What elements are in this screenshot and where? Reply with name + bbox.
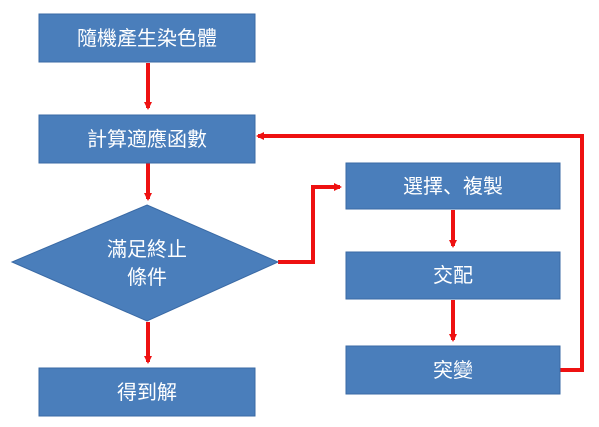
condition-diamond: 滿足終止 條件 — [10, 204, 280, 322]
mutation-label: 突變 — [433, 358, 473, 382]
selection-box: 選擇、複製 — [345, 162, 561, 210]
fitness-label: 計算適應函數 — [87, 127, 207, 151]
solution-box: 得到解 — [38, 367, 256, 417]
selection-label: 選擇、複製 — [403, 174, 503, 198]
fitness-box: 計算適應函數 — [38, 114, 256, 164]
init-box: 隨機產生染色體 — [38, 13, 256, 63]
arrow-mutation-to-fitness — [256, 132, 584, 372]
crossover-box: 交配 — [345, 251, 561, 300]
solution-label: 得到解 — [117, 380, 177, 404]
condition-label-line2: 條件 — [127, 265, 167, 289]
arrow-condition-to-selection — [278, 183, 342, 264]
crossover-label: 交配 — [433, 263, 473, 287]
condition-label-line1: 滿足終止 — [107, 237, 187, 261]
init-label: 隨機產生染色體 — [77, 26, 217, 50]
mutation-box: 突變 — [345, 345, 561, 395]
